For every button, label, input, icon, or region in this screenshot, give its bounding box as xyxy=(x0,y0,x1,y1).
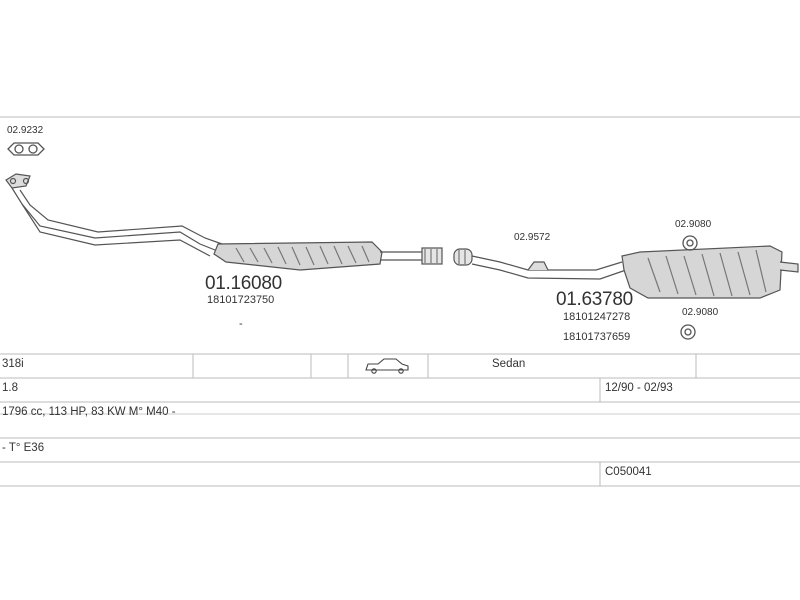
gasket-part-number[interactable]: 02.9232 xyxy=(7,125,44,136)
dash-mark: - xyxy=(239,318,243,330)
front-pipe-oe-number: 18101723750 xyxy=(207,294,275,306)
rear-pipe xyxy=(471,255,627,280)
rubber-ring-icon xyxy=(680,324,696,340)
gasket-icon xyxy=(7,142,45,156)
engine-size: 1.8 xyxy=(2,382,18,394)
front-muffler xyxy=(213,241,383,271)
production-years: 12/90 - 02/93 xyxy=(605,382,673,394)
rear-ring-bottom-part-number[interactable]: 02.9080 xyxy=(682,307,719,318)
rubber-ring-icon xyxy=(682,235,698,251)
sedan-car-icon xyxy=(365,358,409,374)
vehicle-body-type: Sedan xyxy=(492,358,526,370)
front-pipe-part-number[interactable]: 01.16080 xyxy=(205,273,282,294)
rear-ring-top-part-number[interactable]: 02.9080 xyxy=(675,219,712,230)
vehicle-model: 318i xyxy=(2,358,24,370)
vehicle-type-code: - T° E36 xyxy=(2,442,45,454)
engine-specs: 1796 cc, 113 HP, 83 KW M° M40 - xyxy=(2,406,176,418)
catalog-code: C050041 xyxy=(605,466,652,478)
rear-muffler-part-number[interactable]: 01.63780 xyxy=(556,289,633,310)
rear-muffler xyxy=(621,245,799,299)
coupling-ring-icon xyxy=(453,248,473,266)
rear-muffler-oe-number-1: 18101247278 xyxy=(563,311,631,323)
rear-muffler-oe-number-2: 18101737659 xyxy=(563,331,631,343)
mid-pipe xyxy=(380,247,443,265)
clamp-part-number[interactable]: 02.9572 xyxy=(514,232,551,243)
front-pipe xyxy=(5,173,223,257)
